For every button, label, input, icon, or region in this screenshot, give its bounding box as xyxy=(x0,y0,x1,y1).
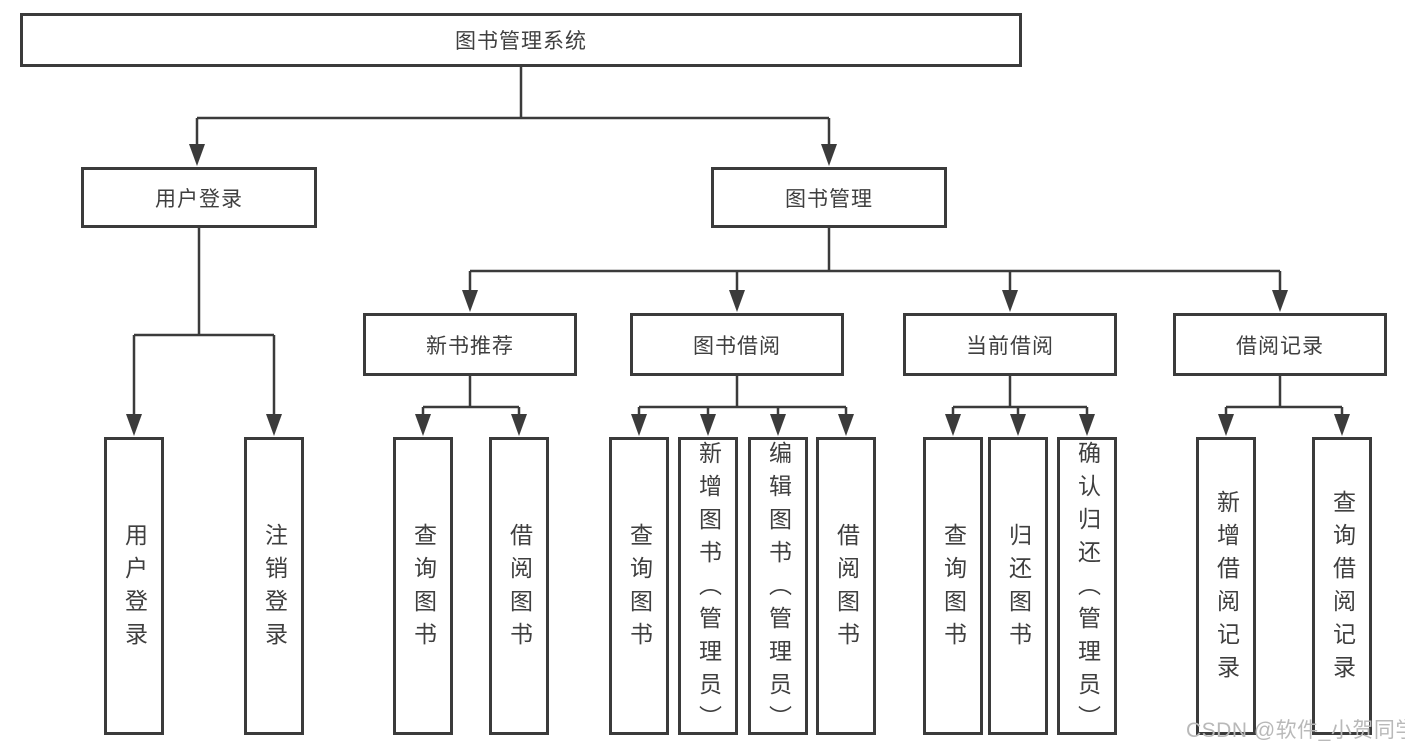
node-current-borrow: 当前借阅 xyxy=(903,313,1117,376)
csdn-watermark: CSDN @软件_小贺同学 xyxy=(1186,719,1405,742)
leaf-add-books-admin: 新增图书（管理员） xyxy=(678,437,738,738)
leaf-return-books: 归还图书 xyxy=(988,437,1048,735)
node-book-borrow: 图书借阅 xyxy=(630,313,844,376)
node-borrow-records: 借阅记录 xyxy=(1173,313,1387,376)
leaf-query-books-borrow: 查询图书 xyxy=(609,437,669,735)
leaf-query-books-recommend: 查询图书 xyxy=(393,437,453,735)
node-new-book-recommend: 新书推荐 xyxy=(363,313,577,376)
node-root-system: 图书管理系统 xyxy=(20,13,1022,67)
arrowheads xyxy=(126,144,1350,436)
leaf-borrow-books-recommend: 借阅图书 xyxy=(489,437,549,735)
leaf-borrow-books: 借阅图书 xyxy=(816,437,876,735)
node-book-management: 图书管理 xyxy=(711,167,947,228)
leaf-edit-books-admin: 编辑图书（管理员） xyxy=(748,437,808,738)
leaf-user-login: 用户登录 xyxy=(104,437,164,735)
leaf-query-borrow-record: 查询借阅记录 xyxy=(1312,437,1372,735)
leaf-query-books-current: 查询图书 xyxy=(923,437,983,735)
leaf-add-borrow-record: 新增借阅记录 xyxy=(1196,437,1256,735)
leaf-logout: 注销登录 xyxy=(244,437,304,735)
node-user-login: 用户登录 xyxy=(81,167,317,228)
leaf-confirm-return-admin: 确认归还（管理员） xyxy=(1057,437,1117,738)
connector-paths xyxy=(132,67,1344,420)
